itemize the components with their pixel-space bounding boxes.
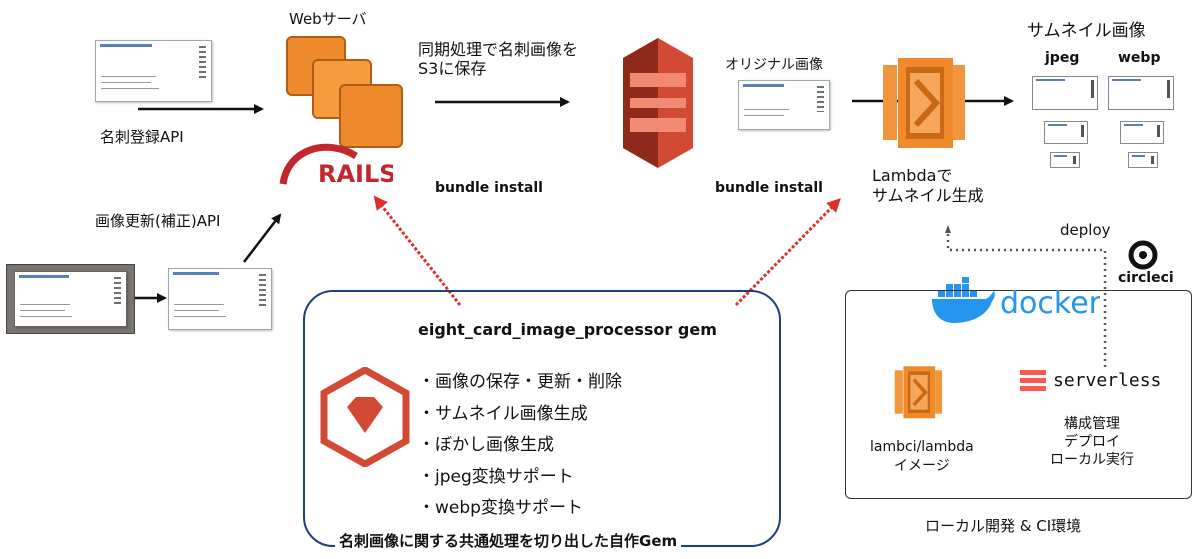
local-env-label: ローカル開発 & CI環境	[925, 517, 1082, 535]
serverless-roles-label: 構成管理 デプロイ ローカル実行	[1050, 416, 1134, 468]
lambda-icon	[883, 58, 965, 148]
jpeg-label: jpeg	[1045, 50, 1080, 66]
docker-logo: docker	[932, 277, 1100, 323]
circleci-logo	[1128, 240, 1158, 270]
jpeg-thumb-small	[1050, 152, 1080, 168]
sync-save-label: 同期処理で名刺画像を S3に保存	[418, 40, 579, 78]
jpeg-thumb-medium	[1044, 121, 1088, 144]
gem-feature-item: ・サムネイル画像生成	[418, 403, 588, 424]
lambci-lambda-icon	[894, 366, 943, 419]
lambda-thumbnail-label: Lambdaで サムネイル生成	[872, 166, 984, 205]
rails-logo: RAILS	[279, 143, 393, 188]
serverless-logo	[1020, 370, 1046, 391]
gem-to-rails-arrow	[373, 195, 462, 306]
bundle-install-rails: bundle install	[435, 180, 543, 196]
rails-logo-text: RAILS	[318, 160, 393, 188]
bundle-install-lambda: bundle install	[715, 180, 823, 196]
deploy-label: deploy	[1060, 221, 1111, 239]
lambci-label: lambci/lambda イメージ	[870, 439, 974, 474]
original-image-label: オリジナル画像	[725, 57, 823, 73]
gem-feature-item: ・webp変換サポート	[418, 498, 583, 518]
local-env-frame	[845, 290, 1192, 499]
card-register-api-label: 名刺登録API	[100, 128, 184, 146]
business-card-image	[95, 40, 212, 102]
ruby-gem-icon	[320, 367, 410, 467]
circleci-text: circleci	[1118, 270, 1174, 286]
gem-feature-item: ・ぼかし画像生成	[418, 435, 554, 455]
webp-thumb-small	[1128, 152, 1158, 168]
web-server-label: Webサーバ	[289, 10, 367, 28]
gem-feature-item: ・jpeg変換サポート	[418, 466, 574, 487]
image-update-api-label: 画像更新(補正)API	[95, 212, 221, 230]
webp-label: webp	[1118, 50, 1161, 66]
s3-bucket-icon	[623, 38, 693, 168]
gem-feature-item: ・画像の保存・更新・削除	[418, 372, 622, 392]
gem-caption: 名刺画像に関する共通処理を切り出した自作Gem	[335, 530, 682, 551]
arrow-update-to-web	[243, 213, 282, 263]
gem-title: eight_card_image_processor gem	[418, 320, 717, 339]
webp-thumb-medium	[1120, 121, 1164, 144]
corrected-card-image	[168, 268, 272, 330]
thumbnail-title: サムネイル画像	[1027, 21, 1146, 41]
raw-card-photo	[6, 264, 135, 334]
gem-feature-list: ・画像の保存・更新・削除 ・サムネイル画像生成 ・ぼかし画像生成 ・jpeg変換…	[418, 367, 622, 525]
web-server-icon	[286, 36, 403, 148]
webp-thumb-large	[1108, 76, 1174, 110]
docker-logo-text: docker	[1000, 286, 1100, 321]
gem-to-lambda-arrow	[734, 198, 841, 307]
serverless-text: serverless	[1053, 370, 1162, 391]
original-card-image	[738, 80, 830, 130]
jpeg-thumb-large	[1032, 76, 1098, 110]
